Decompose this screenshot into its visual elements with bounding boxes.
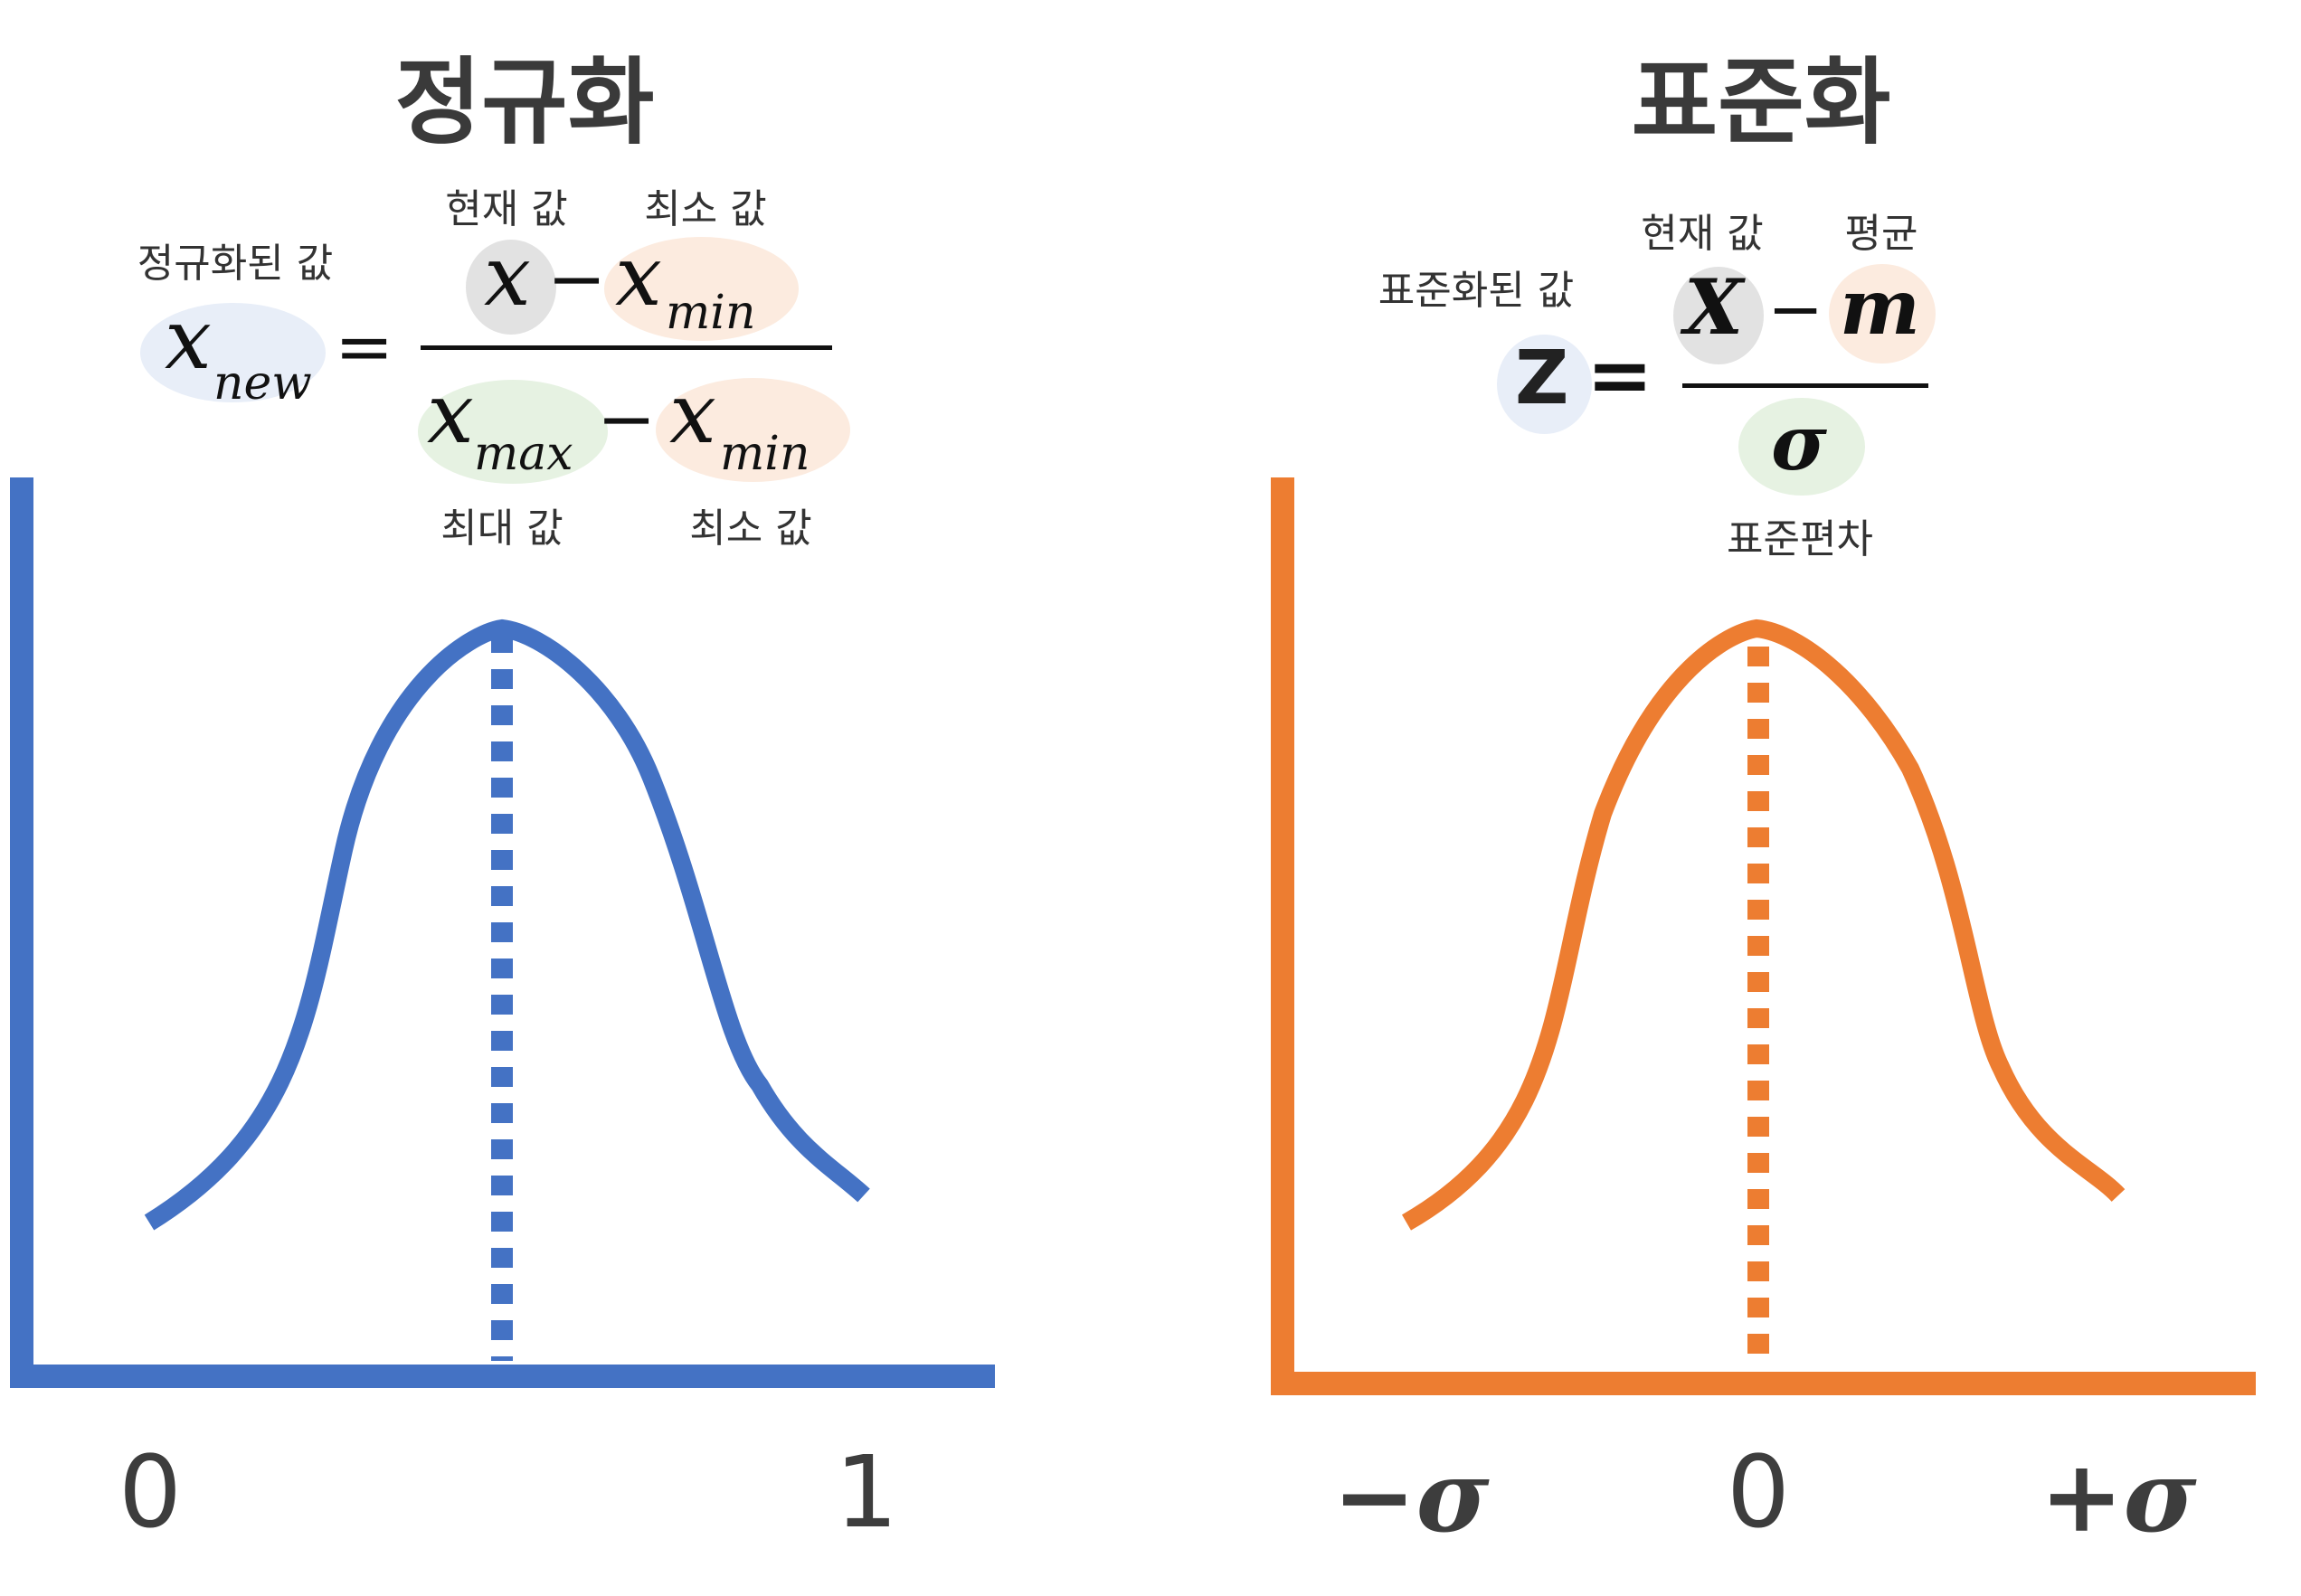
tick-minus-sigma: −σ [1332, 1438, 1490, 1554]
equals-sign: = [335, 307, 394, 388]
max-highlight [418, 380, 608, 484]
fraction-bar [1682, 383, 1928, 388]
normalized-value-label: 정규화된 값 [137, 241, 334, 287]
tick-one: 1 [835, 1434, 898, 1550]
numerator-min-x: x [615, 228, 662, 325]
min-highlight-bottom [656, 378, 850, 482]
denominator-max-subscript: max [474, 427, 573, 481]
fraction-bar [421, 345, 832, 350]
equals-sign: = [1586, 327, 1653, 421]
numerator-minus: − [1767, 270, 1824, 348]
numerator-minus: − [547, 239, 607, 320]
tick-zero: 0 [1727, 1434, 1790, 1550]
standardization-title: 표준화 [1631, 47, 1891, 157]
standardization-panel: 표준화 표준화된 값 현재 값 평균 표준편차 Z = X − m σ −σ 0… [1150, 0, 2301, 1596]
normal-curve [144, 619, 870, 1231]
result-highlight [140, 303, 326, 402]
current-highlight [466, 240, 556, 335]
current-value-label: 현재 값 [1641, 211, 1764, 257]
denominator-minus: − [597, 379, 657, 460]
normalization-title: 정규화 [394, 47, 655, 157]
denominator-max-x: x [427, 365, 474, 462]
normal-curve [1402, 619, 2126, 1231]
lhs-subscript-new: new [213, 356, 312, 411]
mean-label: 평균 [1844, 211, 1918, 257]
std-highlight [1738, 398, 1865, 496]
current-value-label: 현재 값 [445, 186, 568, 232]
tick-plus-sigma: +σ [2040, 1438, 2197, 1554]
mean-highlight [1829, 264, 1936, 364]
std-label: 표준편차 [1727, 516, 1873, 562]
normalization-plot [10, 477, 995, 1388]
lhs-x: x [165, 291, 212, 388]
min-value-label-bottom: 최소 값 [689, 505, 812, 552]
min-value-label-top: 최소 값 [644, 186, 767, 232]
standardization-plot [1271, 477, 2256, 1395]
current-highlight [1673, 267, 1764, 364]
result-highlight [1497, 335, 1592, 434]
z-symbol: Z [1515, 335, 1569, 421]
min-highlight-top [604, 237, 799, 341]
standardized-value-label: 표준화된 값 [1378, 268, 1575, 314]
max-value-label: 최대 값 [440, 505, 563, 552]
numerator-min-subscript: min [666, 286, 756, 340]
numerator-x: x [484, 228, 531, 325]
denominator-min-subscript: min [720, 427, 810, 481]
numerator-mean: m [1840, 262, 1920, 352]
denominator-sigma: σ [1771, 398, 1827, 487]
numerator-x: X [1684, 262, 1744, 352]
denominator-min-x: x [669, 365, 716, 462]
tick-zero: 0 [118, 1434, 182, 1550]
normalization-panel: 정규화 정규화된 값 현재 값 최소 값 최대 값 최소 값 x new = x… [0, 0, 1150, 1596]
